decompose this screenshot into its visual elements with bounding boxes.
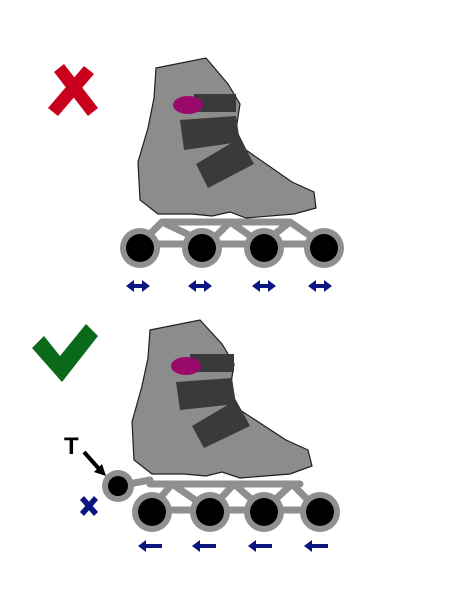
cross-icon [48, 64, 98, 116]
left-arrow-icon [192, 540, 216, 552]
buckle [173, 96, 203, 114]
top-strap [194, 94, 236, 112]
middle-strap [176, 378, 236, 410]
lower-strap [196, 138, 254, 188]
check-icon [32, 324, 98, 382]
wheel [304, 228, 344, 268]
wheel [300, 492, 340, 532]
tail-wheel [102, 470, 134, 502]
panel-incorrect [48, 57, 344, 292]
skate-boot [131, 319, 313, 479]
top-strap [190, 354, 234, 372]
wheel [182, 228, 222, 268]
left-arrow-icon [138, 540, 162, 552]
small-cross-icon [80, 496, 98, 516]
pointer-arrow-icon [82, 450, 106, 476]
panel-correct: T [32, 319, 340, 552]
middle-strap [180, 116, 240, 150]
skate-boot [137, 57, 317, 219]
double-arrow-icon [308, 280, 332, 292]
double-arrow-icon [188, 280, 212, 292]
double-arrow-icon [126, 280, 150, 292]
wheel [132, 492, 172, 532]
wheel-frame [136, 218, 326, 248]
left-arrow-icon [304, 540, 328, 552]
wheel [120, 228, 160, 268]
wheel [244, 492, 284, 532]
wheel [244, 228, 284, 268]
lower-strap [192, 400, 250, 448]
left-arrow-icon [248, 540, 272, 552]
double-arrow-icon [252, 280, 276, 292]
wheel [190, 492, 230, 532]
tail-wheel-label: T [64, 433, 79, 460]
buckle [171, 357, 201, 375]
